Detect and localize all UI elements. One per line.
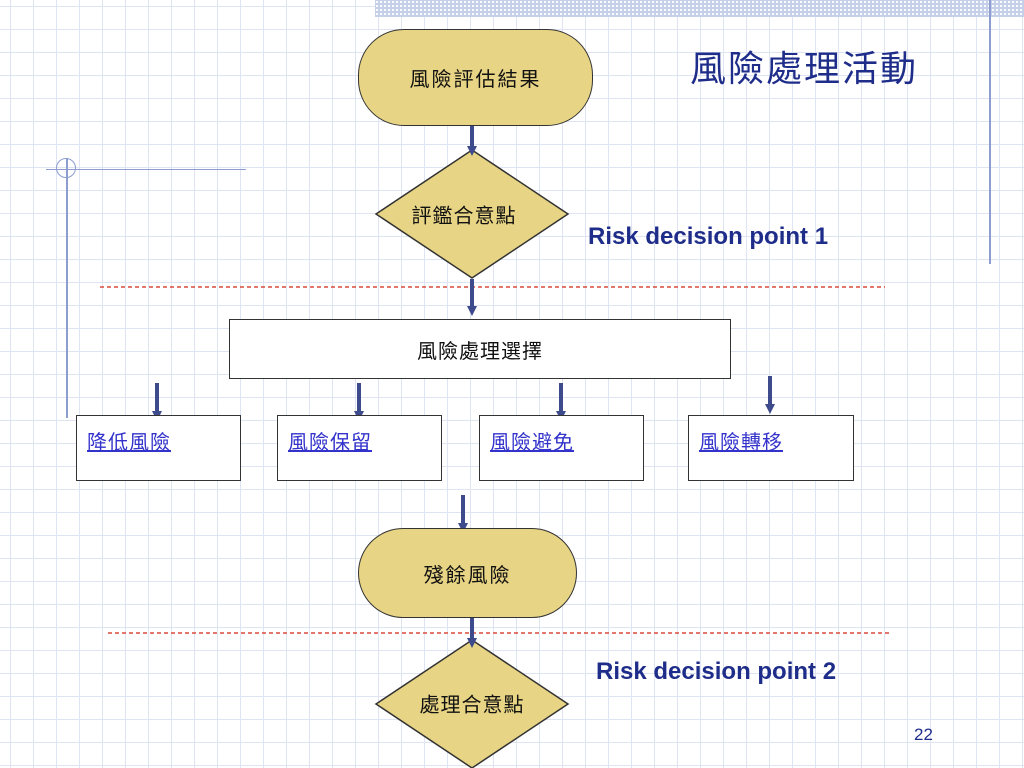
start-terminal-label: 風險評估結果 [409,67,542,91]
left-decorative-line [66,158,68,418]
decision-1-diamond [374,149,570,279]
treatment-selection-box: 風險處理選擇 [229,319,731,379]
page-number: 22 [914,725,933,744]
option-link-avoid-risk[interactable]: 風險避免 [490,430,574,454]
option-box-avoid-risk: 風險避免 [479,415,644,481]
header-pattern-band [375,0,1024,17]
left-decorative-ring [56,158,76,178]
right-decorative-line [989,0,991,264]
option-link-transfer-risk[interactable]: 風險轉移 [699,430,783,454]
treatment-selection-label: 風險處理選擇 [417,338,543,363]
decision-2-diamond [374,639,570,768]
decision-2-label: 處理合意點 [419,692,525,717]
left-decorative-rule [46,169,246,170]
option-box-retain-risk: 風險保留 [277,415,442,481]
risk-decision-point-2: Risk decision point 2 [596,658,837,685]
residual-risk-terminal: 殘餘風險 [358,528,577,618]
residual-risk-label: 殘餘風險 [423,562,512,587]
decision-1-label: 評鑑合意點 [411,203,517,228]
risk-decision-point-1: Risk decision point 1 [588,223,829,250]
option-link-retain-risk[interactable]: 風險保留 [288,430,372,454]
start-terminal: 風險評估結果 [358,29,593,126]
option-box-transfer-risk: 風險轉移 [688,415,854,481]
option-box-reduce-risk: 降低風險 [76,415,241,481]
option-link-reduce-risk[interactable]: 降低風險 [87,430,171,454]
slide-title: 風險處理活動 [690,49,919,90]
